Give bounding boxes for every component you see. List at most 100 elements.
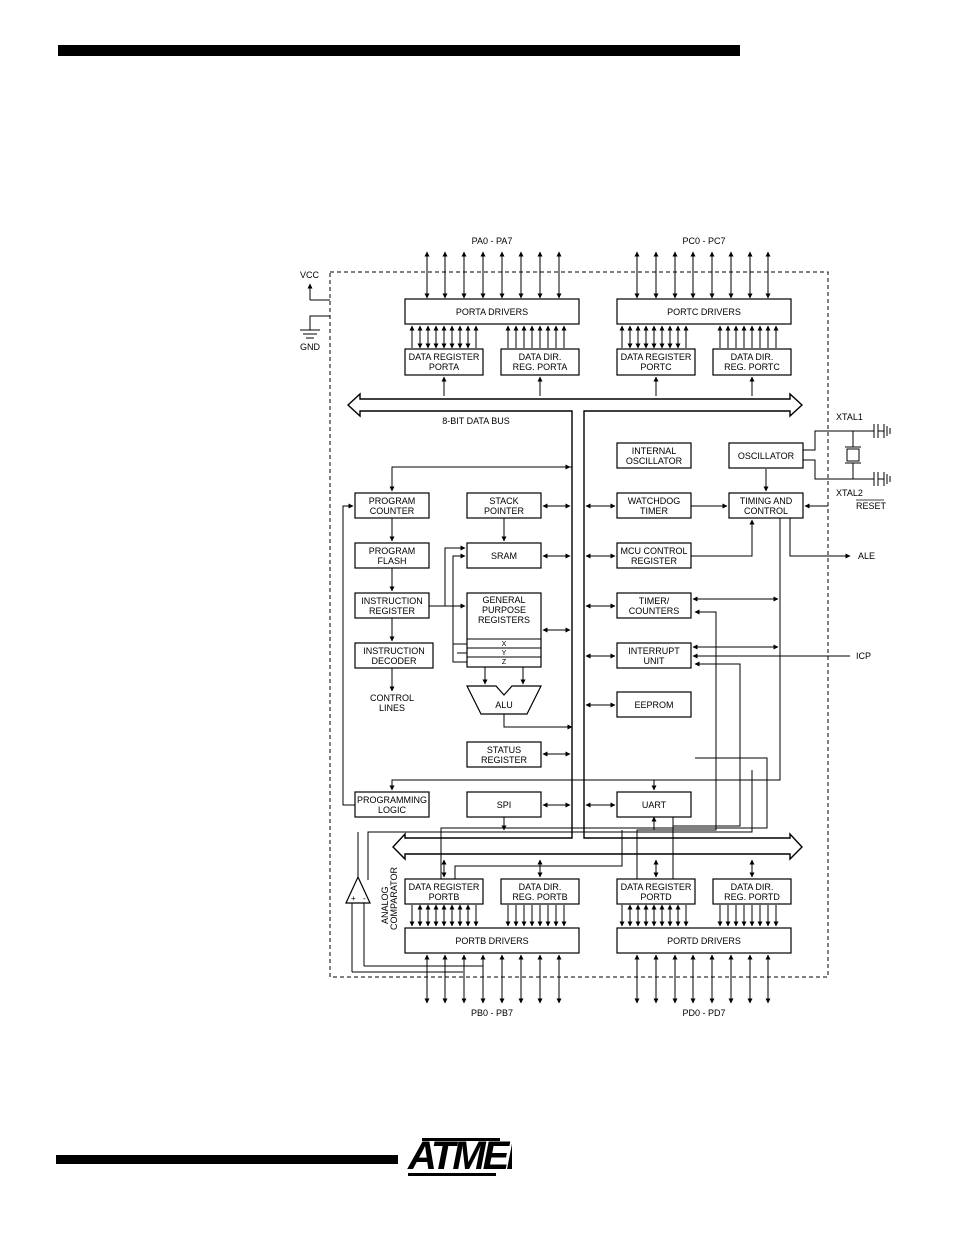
interrupt-unit-line2: UNIT bbox=[644, 656, 665, 666]
interrupt-unit-line1: INTERRUPT bbox=[628, 646, 680, 656]
instruction-register-line1: INSTRUCTION bbox=[361, 596, 423, 606]
pin-vcc-label: VCC bbox=[300, 270, 320, 280]
gp-registers-line1: GENERAL bbox=[482, 595, 525, 605]
instruction-register-block: INSTRUCTION REGISTER bbox=[354, 592, 430, 619]
data-dir-portd-line2: REG. PORTD bbox=[724, 892, 780, 902]
portd-pins bbox=[634, 954, 771, 1004]
data-dir-portd-line1: DATA DIR. bbox=[731, 882, 774, 892]
stack-pointer-block: STACK POINTER bbox=[466, 492, 542, 519]
data-dir-portc: DATA DIR. REG. PORTC bbox=[712, 348, 792, 376]
porta-reg-links bbox=[409, 325, 567, 349]
instruction-register-line2: REGISTER bbox=[369, 606, 416, 616]
general-purpose-registers-block: GENERAL PURPOSE REGISTERS X Y Z bbox=[466, 592, 542, 668]
data-dir-portb-line1: DATA DIR. bbox=[519, 882, 562, 892]
instruction-decoder-line1: INSTRUCTION bbox=[363, 646, 425, 656]
programming-logic-block: PROGRAMMING LOGIC bbox=[354, 791, 430, 818]
atmel-logo: ATMEL bbox=[407, 1134, 512, 1178]
analog-comparator-line2: COMPARATOR bbox=[389, 866, 399, 930]
interrupt-unit-block: INTERRUPT UNIT bbox=[616, 642, 692, 669]
pin-reset-label: RESET bbox=[856, 501, 887, 511]
footer-rule bbox=[56, 1155, 398, 1164]
data-dir-porta: DATA DIR. REG. PORTA bbox=[500, 348, 580, 376]
status-register-line1: STATUS bbox=[487, 745, 521, 755]
data-register-portb-line1: DATA REGISTER bbox=[409, 882, 480, 892]
instruction-decoder-block: INSTRUCTION DECODER bbox=[354, 642, 434, 669]
pin-gnd-label: GND bbox=[300, 342, 321, 352]
gp-registers-line3: REGISTERS bbox=[478, 615, 530, 625]
data-dir-portd: DATA DIR. REG. PORTD bbox=[712, 878, 792, 905]
analog-comparator: + - ANALOG COMPARATOR bbox=[345, 832, 483, 973]
data-register-porta: DATA REGISTER PORTA bbox=[404, 348, 484, 376]
mcu-control-register-block: MCU CONTROL REGISTER bbox=[616, 542, 692, 569]
alu-block: ALU bbox=[466, 685, 542, 715]
sram-block: SRAM bbox=[466, 542, 542, 569]
portc-drivers-label: PORTC DRIVERS bbox=[667, 307, 741, 317]
mcu-control-register-line1: MCU CONTROL bbox=[621, 546, 688, 556]
data-dir-portb-line2: REG. PORTB bbox=[512, 892, 567, 902]
pin-ale-label: ALE bbox=[858, 551, 875, 561]
core-connections bbox=[342, 464, 851, 880]
data-register-portd-line2: PORTD bbox=[640, 892, 672, 902]
stack-pointer-line2: POINTER bbox=[484, 506, 525, 516]
oscillator-block: OSCILLATOR bbox=[728, 442, 804, 469]
data-bus-label: 8-BIT DATA BUS bbox=[442, 416, 510, 426]
data-register-portb: DATA REGISTER PORTB bbox=[404, 878, 484, 905]
program-flash-block: PROGRAM FLASH bbox=[354, 542, 430, 569]
porta-drivers-label: PORTA DRIVERS bbox=[456, 307, 528, 317]
uart-label: UART bbox=[642, 800, 667, 810]
data-dir-portb: DATA DIR. REG. PORTB bbox=[500, 878, 580, 905]
portb-drivers-block: PORTB DRIVERS bbox=[404, 927, 580, 954]
portd-reg-links bbox=[619, 904, 779, 927]
oscillator-label: OSCILLATOR bbox=[738, 451, 795, 461]
control-lines-line1: CONTROL bbox=[370, 693, 414, 703]
eeprom-label: EEPROM bbox=[634, 700, 673, 710]
data-register-porta-line2: PORTA bbox=[429, 362, 459, 372]
portb-reg-links bbox=[409, 904, 567, 927]
programming-logic-line1: PROGRAMMING bbox=[357, 795, 427, 805]
watchdog-timer-line2: TIMER bbox=[640, 506, 668, 516]
timing-control-line2: CONTROL bbox=[744, 506, 788, 516]
data-register-portd: DATA REGISTER PORTD bbox=[616, 878, 696, 905]
gp-registers-line2: PURPOSE bbox=[482, 605, 526, 615]
portd-drivers-label: PORTD DRIVERS bbox=[667, 936, 741, 946]
portd-drivers-block: PORTD DRIVERS bbox=[616, 927, 792, 954]
atmel-logo-text: ATMEL bbox=[407, 1134, 512, 1178]
pin-porta-label: PA0 - PA7 bbox=[472, 236, 513, 246]
uart-block: UART bbox=[616, 791, 692, 818]
timer-counters-block: TIMER/ COUNTERS bbox=[616, 592, 692, 619]
comparator-plus-label: + bbox=[351, 894, 356, 903]
pin-xtal1-label: XTAL1 bbox=[836, 412, 863, 422]
pin-portd-label: PD0 - PD7 bbox=[682, 1008, 725, 1018]
timing-control-block: TIMING AND CONTROL bbox=[728, 492, 804, 519]
data-dir-porta-line1: DATA DIR. bbox=[519, 352, 562, 362]
watchdog-timer-line1: WATCHDOG bbox=[628, 496, 681, 506]
crystal-circuit bbox=[803, 424, 891, 486]
porta-pins bbox=[424, 251, 562, 299]
data-register-portd-line1: DATA REGISTER bbox=[621, 882, 692, 892]
program-flash-line1: PROGRAM bbox=[369, 546, 416, 556]
internal-oscillator-block: INTERNAL OSCILLATOR bbox=[616, 442, 692, 469]
timer-counters-line2: COUNTERS bbox=[629, 606, 680, 616]
pin-portc-label: PC0 - PC7 bbox=[682, 236, 725, 246]
data-bus-top bbox=[346, 392, 804, 861]
data-dir-porta-line2: REG. PORTA bbox=[513, 362, 568, 372]
internal-oscillator-line2: OSCILLATOR bbox=[626, 456, 683, 466]
porta-drivers-block: PORTA DRIVERS bbox=[404, 298, 580, 325]
internal-oscillator-line1: INTERNAL bbox=[632, 446, 677, 456]
portc-pins bbox=[634, 251, 771, 299]
chip-outline bbox=[329, 271, 829, 978]
pin-portb-label: PB0 - PB7 bbox=[471, 1008, 513, 1018]
control-lines-line2: LINES bbox=[379, 703, 405, 713]
register-z-label: Z bbox=[502, 659, 507, 666]
instruction-decoder-line2: DECODER bbox=[371, 656, 417, 666]
status-register-line2: REGISTER bbox=[481, 755, 528, 765]
sram-label: SRAM bbox=[491, 551, 517, 561]
bottom-bus-links bbox=[441, 859, 755, 878]
data-register-portb-line2: PORTB bbox=[429, 892, 460, 902]
power-pins bbox=[300, 283, 330, 339]
portb-pins bbox=[424, 954, 562, 1004]
timing-control-line1: TIMING AND bbox=[740, 496, 793, 506]
spi-label: SPI bbox=[497, 800, 512, 810]
comparator-minus-label: - bbox=[363, 894, 366, 903]
